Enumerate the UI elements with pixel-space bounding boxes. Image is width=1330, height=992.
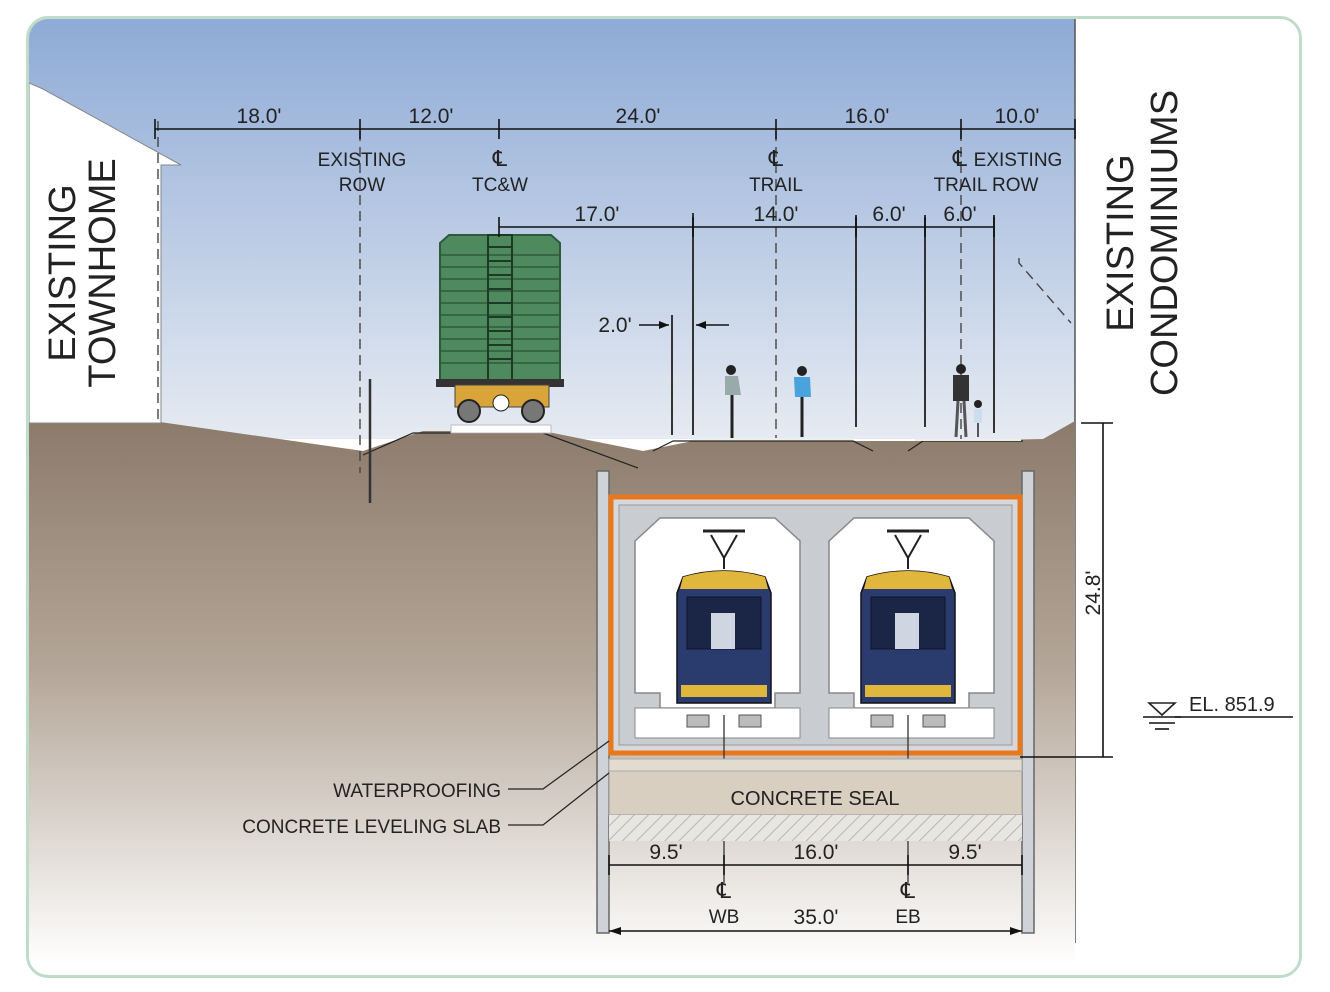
label-existing-trail-row-2: TRAIL ROW [934, 175, 1039, 196]
label-existing-condominiums-2: CONDOMINIUMS [1144, 90, 1186, 396]
concrete-leveling-slab [608, 758, 1023, 772]
cyclist-icon [725, 365, 741, 439]
dimension-16ft-bottom: 16.0' [794, 841, 839, 864]
label-wb: WB [709, 907, 740, 928]
label-trail: TRAIL [749, 175, 803, 196]
label-existing-condominiums: EXISTING [1100, 154, 1142, 331]
label-existing-row-left-2: ROW [339, 175, 386, 196]
condominium-facade [1075, 19, 1299, 975]
centerline-tcw-symbol: ℄ [492, 146, 508, 171]
dimension-total-width: 35.0' [794, 906, 839, 929]
centerline-trail-symbol: ℄ [768, 146, 784, 171]
cyclist-icon [794, 366, 811, 437]
label-existing-row-left: EXISTING [318, 150, 407, 171]
dimension-12ft: 12.0' [409, 105, 454, 128]
callout-concrete-leveling-slab: CONCRETE LEVELING SLAB [242, 817, 501, 838]
westbound-light-rail-train [676, 529, 772, 883]
offset-dimension-arrows [639, 321, 729, 329]
water-level-icon [1143, 702, 1293, 730]
tunnel-box [608, 494, 1023, 756]
right-retaining-wall [1021, 470, 1035, 934]
dimension-10ft: 10.0' [995, 105, 1040, 128]
trail-guide-lines [359, 131, 995, 503]
label-concrete-seal: CONCRETE SEAL [731, 788, 900, 810]
mid-dimension-line [498, 217, 995, 237]
eastbound-light-rail-train [860, 529, 956, 883]
freight-boxcar [436, 234, 564, 434]
dimension-18ft: 18.0' [237, 105, 282, 128]
bottom-dimension-line [608, 855, 1023, 935]
dimension-6ft-b: 6.0' [943, 203, 976, 226]
depth-dimension-line [1020, 422, 1113, 758]
centerline-eb-symbol: ℄ [900, 878, 916, 903]
left-retaining-wall [596, 470, 610, 934]
dimension-9-5ft-right: 9.5' [948, 841, 981, 864]
elevation-label: EL. 851.9 [1189, 694, 1275, 716]
centerline-trail-right-symbol: ℄ [952, 146, 968, 171]
hatched-base [609, 815, 1022, 841]
label-existing-townhome: EXISTING [42, 184, 84, 361]
centerline-wb-symbol: ℄ [716, 878, 732, 903]
dimension-16ft: 16.0' [845, 105, 890, 128]
dimension-2ft: 2.0' [598, 314, 631, 337]
pedestrian-icon [953, 364, 982, 438]
dimension-17ft: 17.0' [575, 203, 620, 226]
cross-section-diagram: 18.0' 12.0' 24.0' 16.0' 10.0' EXISTING R… [29, 19, 1299, 975]
label-eb: EB [895, 907, 920, 928]
label-existing-townhome-2: TOWNHOME [82, 158, 124, 387]
dimension-9-5ft-left: 9.5' [649, 841, 682, 864]
dimension-24ft: 24.0' [616, 105, 661, 128]
dimension-14ft: 14.0' [754, 203, 799, 226]
top-dimension-line [154, 119, 1076, 139]
diagram-frame: 18.0' 12.0' 24.0' 16.0' 10.0' EXISTING R… [26, 16, 1302, 978]
dimension-6ft-a: 6.0' [872, 203, 905, 226]
townhome-building [29, 82, 182, 424]
label-existing-trail-row: EXISTING [974, 150, 1063, 171]
dimension-24-8ft: 24.8' [1082, 571, 1105, 616]
callout-waterproofing: WATERPROOFING [333, 781, 501, 802]
label-tcw: TC&W [472, 175, 528, 196]
